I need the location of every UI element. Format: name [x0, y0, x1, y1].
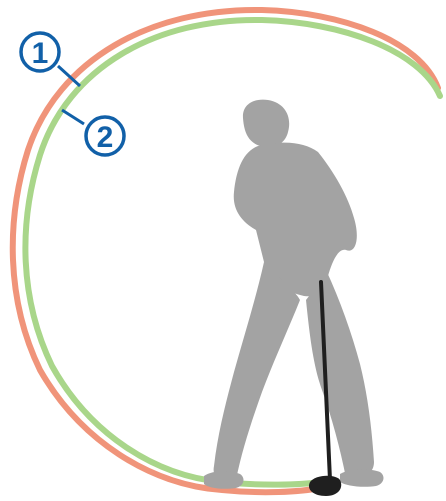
golfer-left-foot [204, 471, 243, 489]
golfer-right-foot [340, 469, 383, 487]
callout-2-number: 2 [97, 121, 114, 154]
club-head [309, 476, 341, 496]
golfer-right-leg [306, 270, 374, 478]
golfer-silhouette [204, 100, 383, 489]
callout-2: 2 [86, 117, 124, 155]
callout-1-number: 1 [32, 37, 49, 70]
callout-2-leader [62, 110, 84, 124]
golfer-left-leg [214, 262, 300, 480]
callout-1: 1 [21, 33, 59, 71]
golfer-torso [234, 143, 357, 297]
golfer-head [243, 100, 289, 148]
